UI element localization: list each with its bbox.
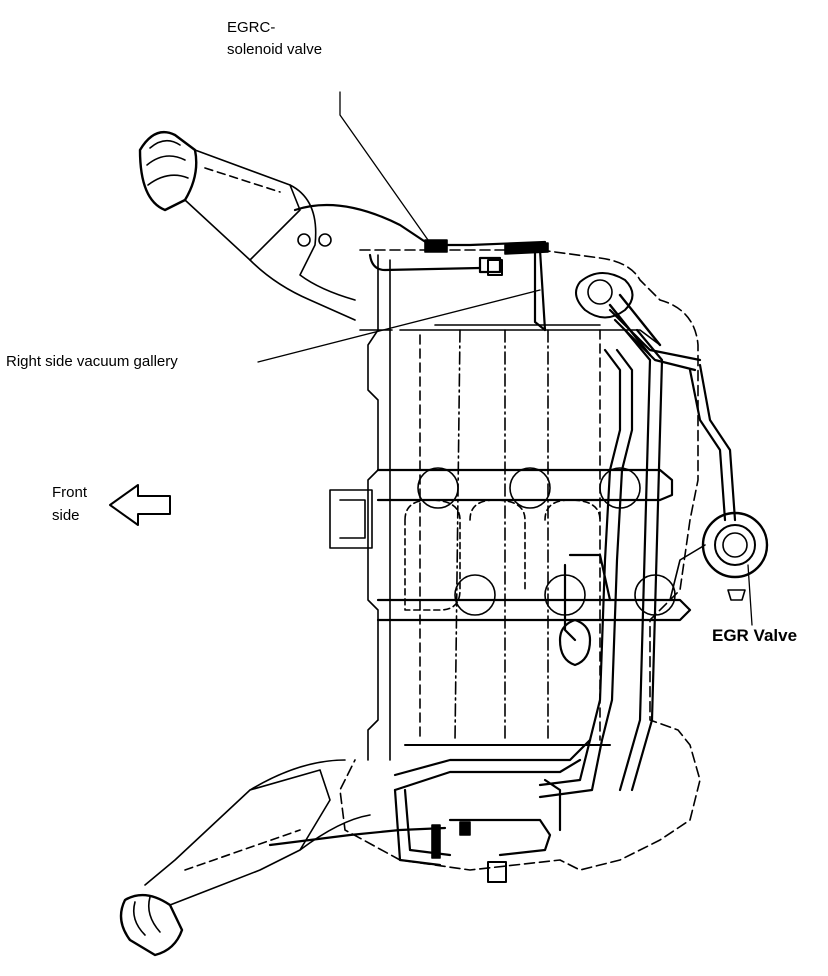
vacuum-gallery-label: Right side vacuum gallery	[6, 353, 178, 370]
vacuum-hoses	[268, 203, 737, 867]
egr-valve-leader-line	[747, 564, 753, 626]
engine-block	[329, 249, 701, 871]
front-label-line2: side	[52, 507, 80, 524]
upper-exhaust-pipe	[138, 130, 356, 321]
egr-valve	[575, 272, 769, 601]
lower-exhaust-pipe	[119, 759, 371, 957]
egrc-leader-line	[339, 91, 429, 241]
leader-lines	[257, 91, 753, 626]
egrc-solenoid-valve	[424, 239, 549, 276]
vacuum-gallery-leader-line	[257, 289, 541, 363]
front-label-line1: Front	[52, 484, 88, 501]
front-direction-arrow-icon	[109, 484, 171, 526]
lower-solenoid-valve	[431, 821, 507, 883]
egrc-label-line2: solenoid valve	[227, 41, 323, 58]
egr-valve-label: EGR Valve	[712, 626, 798, 645]
egrc-label-line1: EGRC-	[227, 19, 276, 36]
